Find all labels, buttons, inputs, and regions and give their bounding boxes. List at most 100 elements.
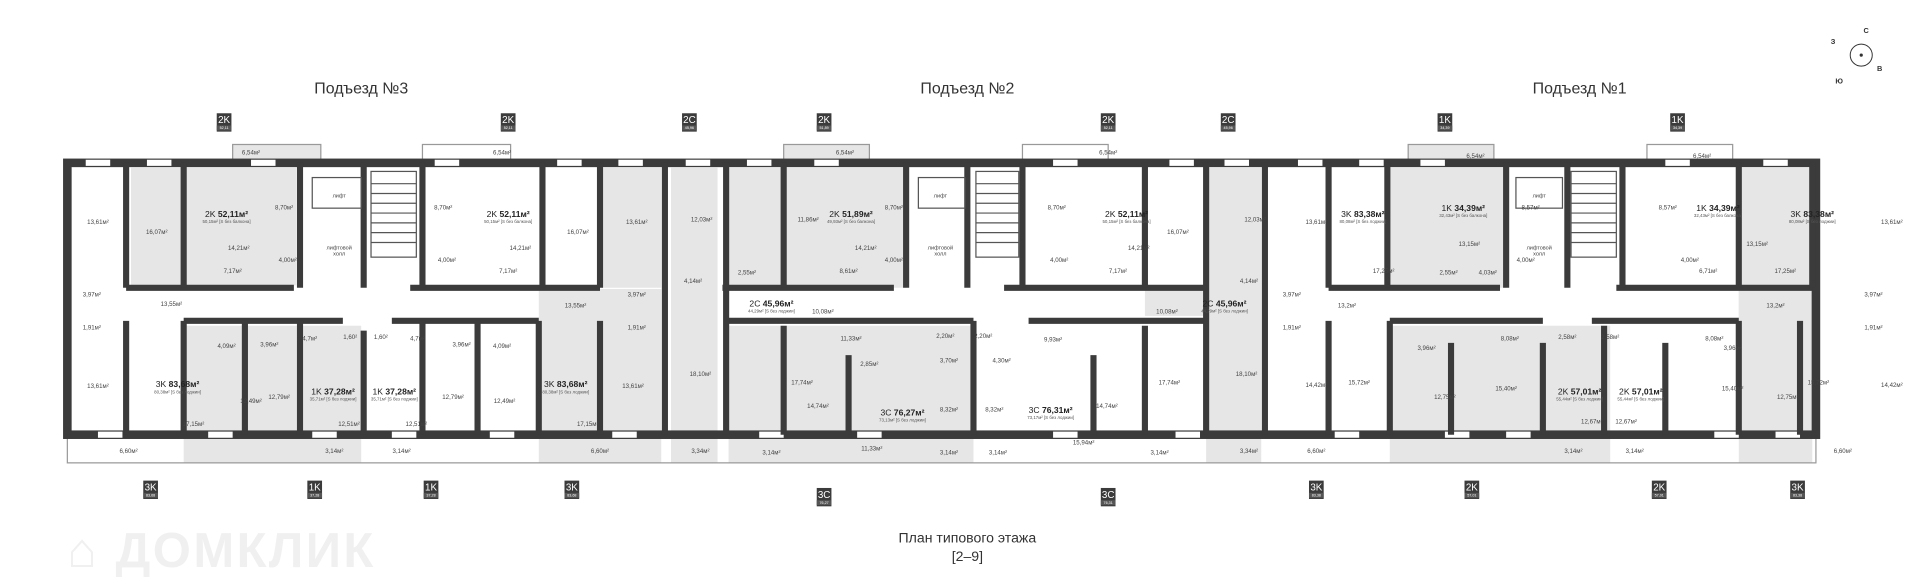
room-area-label: 2,20м² xyxy=(974,333,993,341)
room-area-label: 18,10м² xyxy=(689,371,712,379)
apartment-area: 52,11м² xyxy=(1117,210,1149,220)
room-area-label: 3,97м² xyxy=(627,291,646,299)
room-area-label: 3,14м² xyxy=(325,448,344,456)
room-area-label: 17,15м² xyxy=(182,421,205,429)
apartment-type: 2C xyxy=(1202,300,1214,309)
badge-type: 3K xyxy=(144,481,157,493)
room-area-label: 6,54м² xyxy=(241,149,261,157)
room-area-label: 1,91м² xyxy=(82,324,101,332)
room-area-label: 13,55м² xyxy=(160,301,183,309)
badge-area: 45,96 xyxy=(682,125,697,131)
room-area-label: 16,07м² xyxy=(1167,228,1189,237)
apartment-area: 37,28м² xyxy=(324,388,355,397)
lift-hall-label: лифтовой холл xyxy=(924,244,956,257)
room-area-label: 2,58м² xyxy=(1601,334,1620,342)
badge-type: 1K xyxy=(1671,114,1684,126)
apartment-area: 45,96м² xyxy=(762,300,794,309)
compass-east: В xyxy=(1876,66,1883,74)
lift-text: лифт xyxy=(1532,192,1546,199)
badge-type: 2C xyxy=(683,114,696,126)
room-area-label: 3,96м² xyxy=(260,341,279,349)
badge-type: 2K xyxy=(502,114,515,126)
room-area-label: 8,32м² xyxy=(939,406,959,414)
room-area-label: 3,97м² xyxy=(82,291,101,299)
room-area-label: 14,74м² xyxy=(1096,402,1118,411)
room-area-label: 3,14м² xyxy=(939,449,959,457)
room-area-label: 14,21м² xyxy=(509,244,532,253)
badge-type: 3C xyxy=(817,489,831,501)
room-area-label: 4,09м² xyxy=(217,342,236,351)
room-area-label: 14,42м² xyxy=(1881,382,1903,390)
apartment-area: 37,28м² xyxy=(385,388,417,397)
room-area-label: 16,07м² xyxy=(567,228,589,237)
badge-area: 83,68 xyxy=(143,492,158,498)
room-area-label: 6,54м² xyxy=(1099,149,1118,157)
room-area-label: 4,30м² xyxy=(992,357,1011,365)
room-area-label: 1,60² xyxy=(373,334,388,342)
lift-text: лифт xyxy=(933,192,948,199)
room-area-label: 3,14м² xyxy=(1150,449,1169,457)
compass-north: С xyxy=(1863,28,1869,36)
room-area-label: 3,96м² xyxy=(1723,345,1742,353)
room-area-label: 17,25м² xyxy=(1372,268,1395,276)
apartment-area-without-balcony: 80,08м² [S без лоджии] xyxy=(1788,219,1836,224)
room-area-label: 4,00м² xyxy=(1680,257,1699,265)
badge-area: 76,27 xyxy=(816,500,832,506)
badge-type: 3K xyxy=(1310,481,1323,493)
room-area-label: 12,67м² xyxy=(1581,418,1603,427)
room-area-label: 12,49м² xyxy=(240,397,262,406)
room-area-label: 15,72м² xyxy=(1807,379,1830,387)
lift-label: лифт xyxy=(323,193,355,200)
apartment-area: 76,31м² xyxy=(1041,406,1073,416)
room-area-label: 12,79м² xyxy=(268,394,290,402)
apartment-area: 83,68м² xyxy=(168,381,200,390)
room-area-label: 4,00м² xyxy=(884,257,903,265)
apartment-area-without-balcony: 44,29м² [S без лоджии] xyxy=(748,308,795,314)
room-area-label: 3,96м² xyxy=(452,341,471,349)
room-area-label: 3,14м² xyxy=(1564,448,1583,456)
apartment-type: 3C xyxy=(1028,406,1040,416)
apartment-area-without-balcony: 32,43м² [S без балкона] xyxy=(1693,212,1743,218)
room-area-label: 15,40м² xyxy=(1721,385,1744,394)
room-area-label: 3,96м² xyxy=(1417,345,1436,353)
room-area-label: 4,09м² xyxy=(492,342,512,351)
apartment-area: 51,89м² xyxy=(842,210,873,220)
